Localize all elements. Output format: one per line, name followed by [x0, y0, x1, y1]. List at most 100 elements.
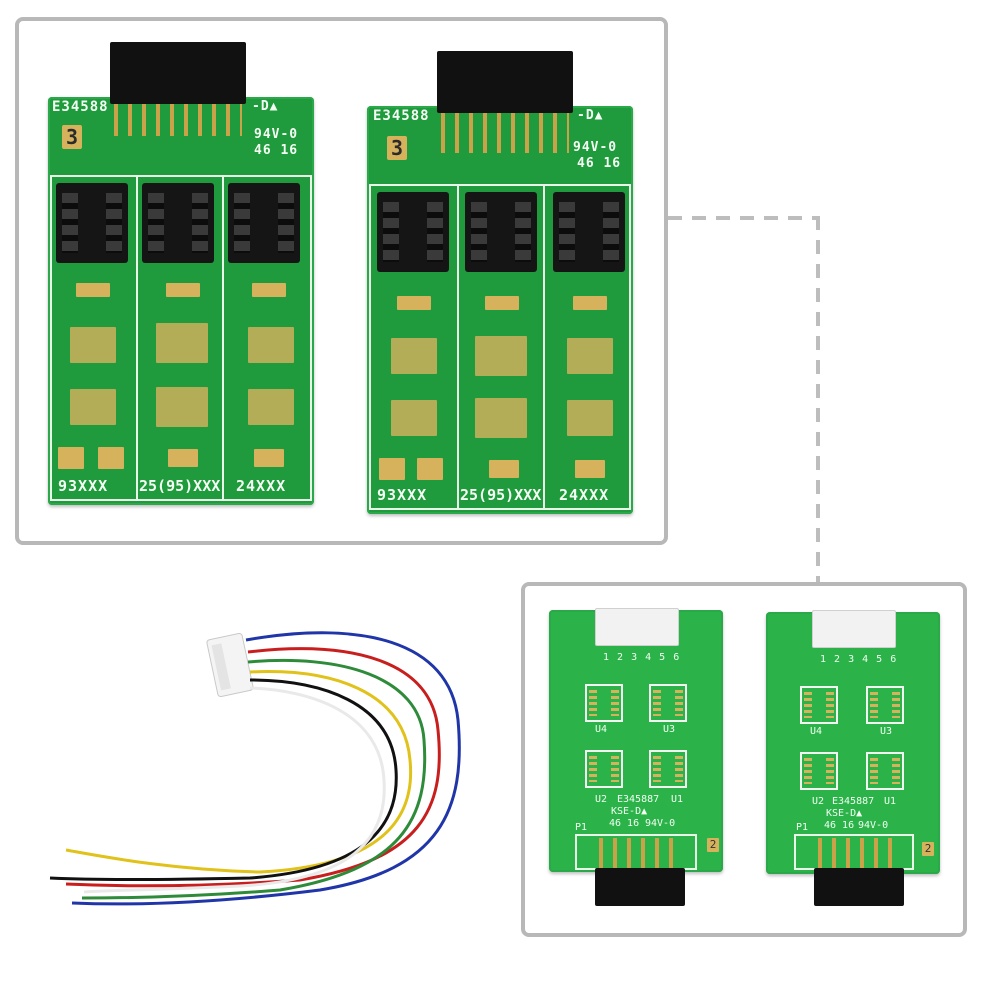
smd-pad — [575, 460, 605, 478]
smd-pad — [397, 296, 431, 310]
smd-pad — [156, 323, 208, 363]
wire-red — [65, 647, 441, 888]
board-code: E345887 — [617, 794, 660, 805]
board-index: 2 — [707, 838, 719, 852]
board-date: 46 16 — [609, 818, 640, 829]
wire-blue — [71, 631, 461, 906]
dip8-socket — [142, 183, 214, 263]
pin-header — [814, 868, 904, 906]
board-date: 46 16 — [254, 143, 299, 158]
label-93xxx: 93XXX — [58, 477, 109, 495]
divider — [222, 175, 224, 501]
board-rating: 94V-0 — [858, 820, 889, 831]
divider — [457, 184, 459, 510]
smd-pad — [485, 296, 519, 310]
pin-numbers: 1 2 3 4 5 6 — [820, 654, 898, 665]
wire-white — [83, 686, 386, 894]
smd-pad — [70, 327, 116, 363]
jst-connector — [812, 610, 896, 648]
u1-label: U1 — [884, 796, 897, 807]
smd-pad — [166, 283, 200, 297]
smd-pad — [475, 398, 527, 438]
label-93xxx: 93XXX — [377, 486, 428, 504]
p1-label: P1 — [796, 822, 809, 833]
maker-mark: KSE-D▲ — [826, 808, 863, 819]
sop8-footprint-u1 — [866, 752, 904, 790]
u4-label: U4 — [595, 724, 608, 735]
sop8-footprint-u4 — [585, 684, 623, 722]
board-outline — [50, 175, 312, 501]
board-index: 3 — [387, 136, 407, 160]
smd-pad — [391, 338, 437, 374]
adapter-board-top-right: E34588 -D▲ 94V-0 46 16 3 93XXX 25(95)XXX… — [367, 51, 633, 514]
smd-pad — [76, 283, 110, 297]
p1-label: P1 — [575, 822, 588, 833]
jst-connector — [595, 608, 679, 646]
adapter-board-bottom-right: 1 2 3 4 5 6 U4 U3 U2 E345887 U1 KSE-D▲ 4… — [766, 610, 940, 906]
board-index: 2 — [922, 842, 934, 856]
board-suffix: -D▲ — [577, 108, 604, 123]
label-24xxx: 24XXX — [559, 486, 610, 504]
dip8-socket — [553, 192, 625, 272]
u2-label: U2 — [812, 796, 825, 807]
smd-pad — [567, 338, 613, 374]
smd-pad — [156, 387, 208, 427]
label-25-95-xxx: 25(95)XXX — [460, 486, 542, 504]
board-code: E34588 — [52, 99, 109, 115]
u3-label: U3 — [663, 724, 676, 735]
smd-pad — [98, 447, 124, 469]
label-24xxx: 24XXX — [236, 477, 287, 495]
divider — [136, 175, 138, 501]
maker-mark: KSE-D▲ — [611, 806, 648, 817]
dip8-socket — [465, 192, 537, 272]
header-pins — [818, 838, 902, 868]
sop8-footprint-u3 — [649, 684, 687, 722]
dip8-socket — [228, 183, 300, 263]
u4-label: U4 — [810, 726, 823, 737]
smd-pad — [567, 400, 613, 436]
header-pins — [599, 838, 683, 868]
smd-pad — [248, 327, 294, 363]
pin-header — [110, 42, 246, 104]
connector-dashed-line-horizontal — [668, 216, 820, 220]
label-25-95-xxx: 25(95)XXX — [139, 477, 221, 495]
pin-header — [437, 51, 573, 113]
cable-connector — [206, 632, 254, 698]
board-code: E345887 — [832, 796, 875, 807]
pin-header — [595, 868, 685, 906]
wire-green — [81, 658, 427, 900]
smd-pad — [489, 460, 519, 478]
board-index: 3 — [62, 125, 82, 149]
board-rating: 94V-0 — [645, 818, 676, 829]
board-rating: 94V-0 — [573, 140, 618, 155]
u3-label: U3 — [880, 726, 893, 737]
smd-pad — [248, 389, 294, 425]
header-pins — [441, 113, 569, 153]
wire-black — [49, 678, 398, 881]
adapter-board-top-left: E34588 -D▲ 94V-0 46 16 3 93XXX 25(95)XXX… — [48, 42, 314, 505]
sop8-footprint-u3 — [866, 686, 904, 724]
dip8-socket — [377, 192, 449, 272]
board-rating: 94V-0 — [254, 127, 299, 142]
sop8-footprint-u4 — [800, 686, 838, 724]
board-outline — [369, 184, 631, 510]
smd-pad — [70, 389, 116, 425]
sop8-footprint-u2 — [800, 752, 838, 790]
header-pins — [114, 104, 242, 136]
smd-pad — [252, 283, 286, 297]
wire-yellow — [65, 670, 413, 874]
board-suffix: -D▲ — [252, 99, 279, 114]
smd-pad — [379, 458, 405, 480]
adapter-board-bottom-left: 1 2 3 4 5 6 U4 U3 U2 E345887 U1 KSE-D▲ 4… — [549, 608, 723, 906]
pin-numbers: 1 2 3 4 5 6 — [603, 652, 681, 663]
smd-pad — [58, 447, 84, 469]
sop8-footprint-u1 — [649, 750, 687, 788]
connector-dashed-line-vertical — [816, 216, 820, 582]
u1-label: U1 — [671, 794, 684, 805]
board-code: E34588 — [373, 108, 430, 124]
sop8-footprint-u2 — [585, 750, 623, 788]
u2-label: U2 — [595, 794, 608, 805]
board-date: 46 16 — [577, 156, 622, 171]
smd-pad — [417, 458, 443, 480]
dip8-socket — [56, 183, 128, 263]
